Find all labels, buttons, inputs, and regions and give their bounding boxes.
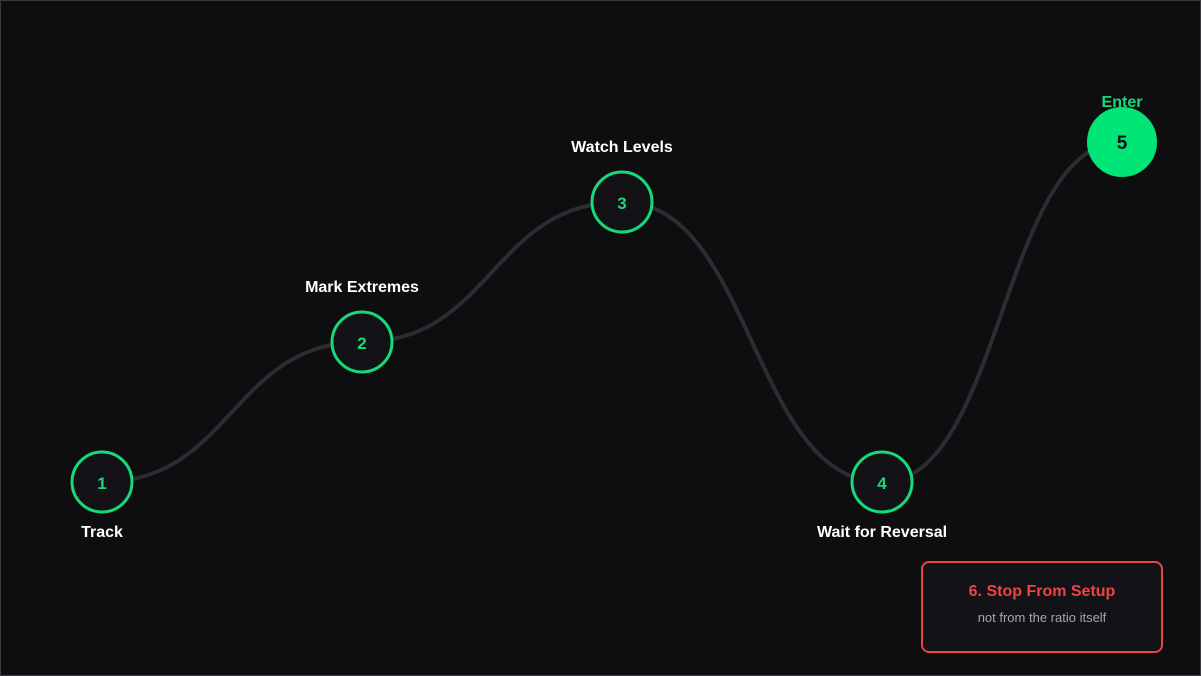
step-node-5: 5 Enter — [1087, 94, 1157, 177]
stop-subtitle: not from the ratio itself — [977, 610, 1107, 625]
step-1-circle — [70, 450, 134, 514]
step-3-number: 3 — [617, 194, 626, 213]
step-node-1: 1 Track — [70, 450, 134, 541]
step-5-label: Enter — [1102, 94, 1143, 111]
step-5-number: 5 — [1117, 133, 1128, 154]
step-3-circle — [590, 170, 654, 234]
stop-callout-box: 6. Stop From Setup not from the ratio it… — [921, 561, 1163, 653]
step-5-circle — [1087, 107, 1157, 177]
step-4-label: Wait for Reversal — [817, 524, 947, 541]
step-4-number: 4 — [877, 474, 887, 493]
step-node-3: 3 Watch Levels — [571, 139, 673, 234]
step-node-4: 4 Wait for Reversal — [817, 450, 947, 541]
step-2-label: Mark Extremes — [305, 279, 419, 296]
step-node-2: 2 Mark Extremes — [305, 279, 419, 374]
step-1-label: Track — [81, 524, 123, 541]
connector-path — [101, 140, 1123, 485]
step-2-number: 2 — [357, 334, 366, 353]
step-4-circle — [850, 450, 914, 514]
step-1-number: 1 — [97, 474, 106, 493]
stop-title: 6. Stop From Setup — [968, 583, 1116, 600]
step-2-circle — [330, 310, 394, 374]
step-3-label: Watch Levels — [571, 139, 673, 156]
